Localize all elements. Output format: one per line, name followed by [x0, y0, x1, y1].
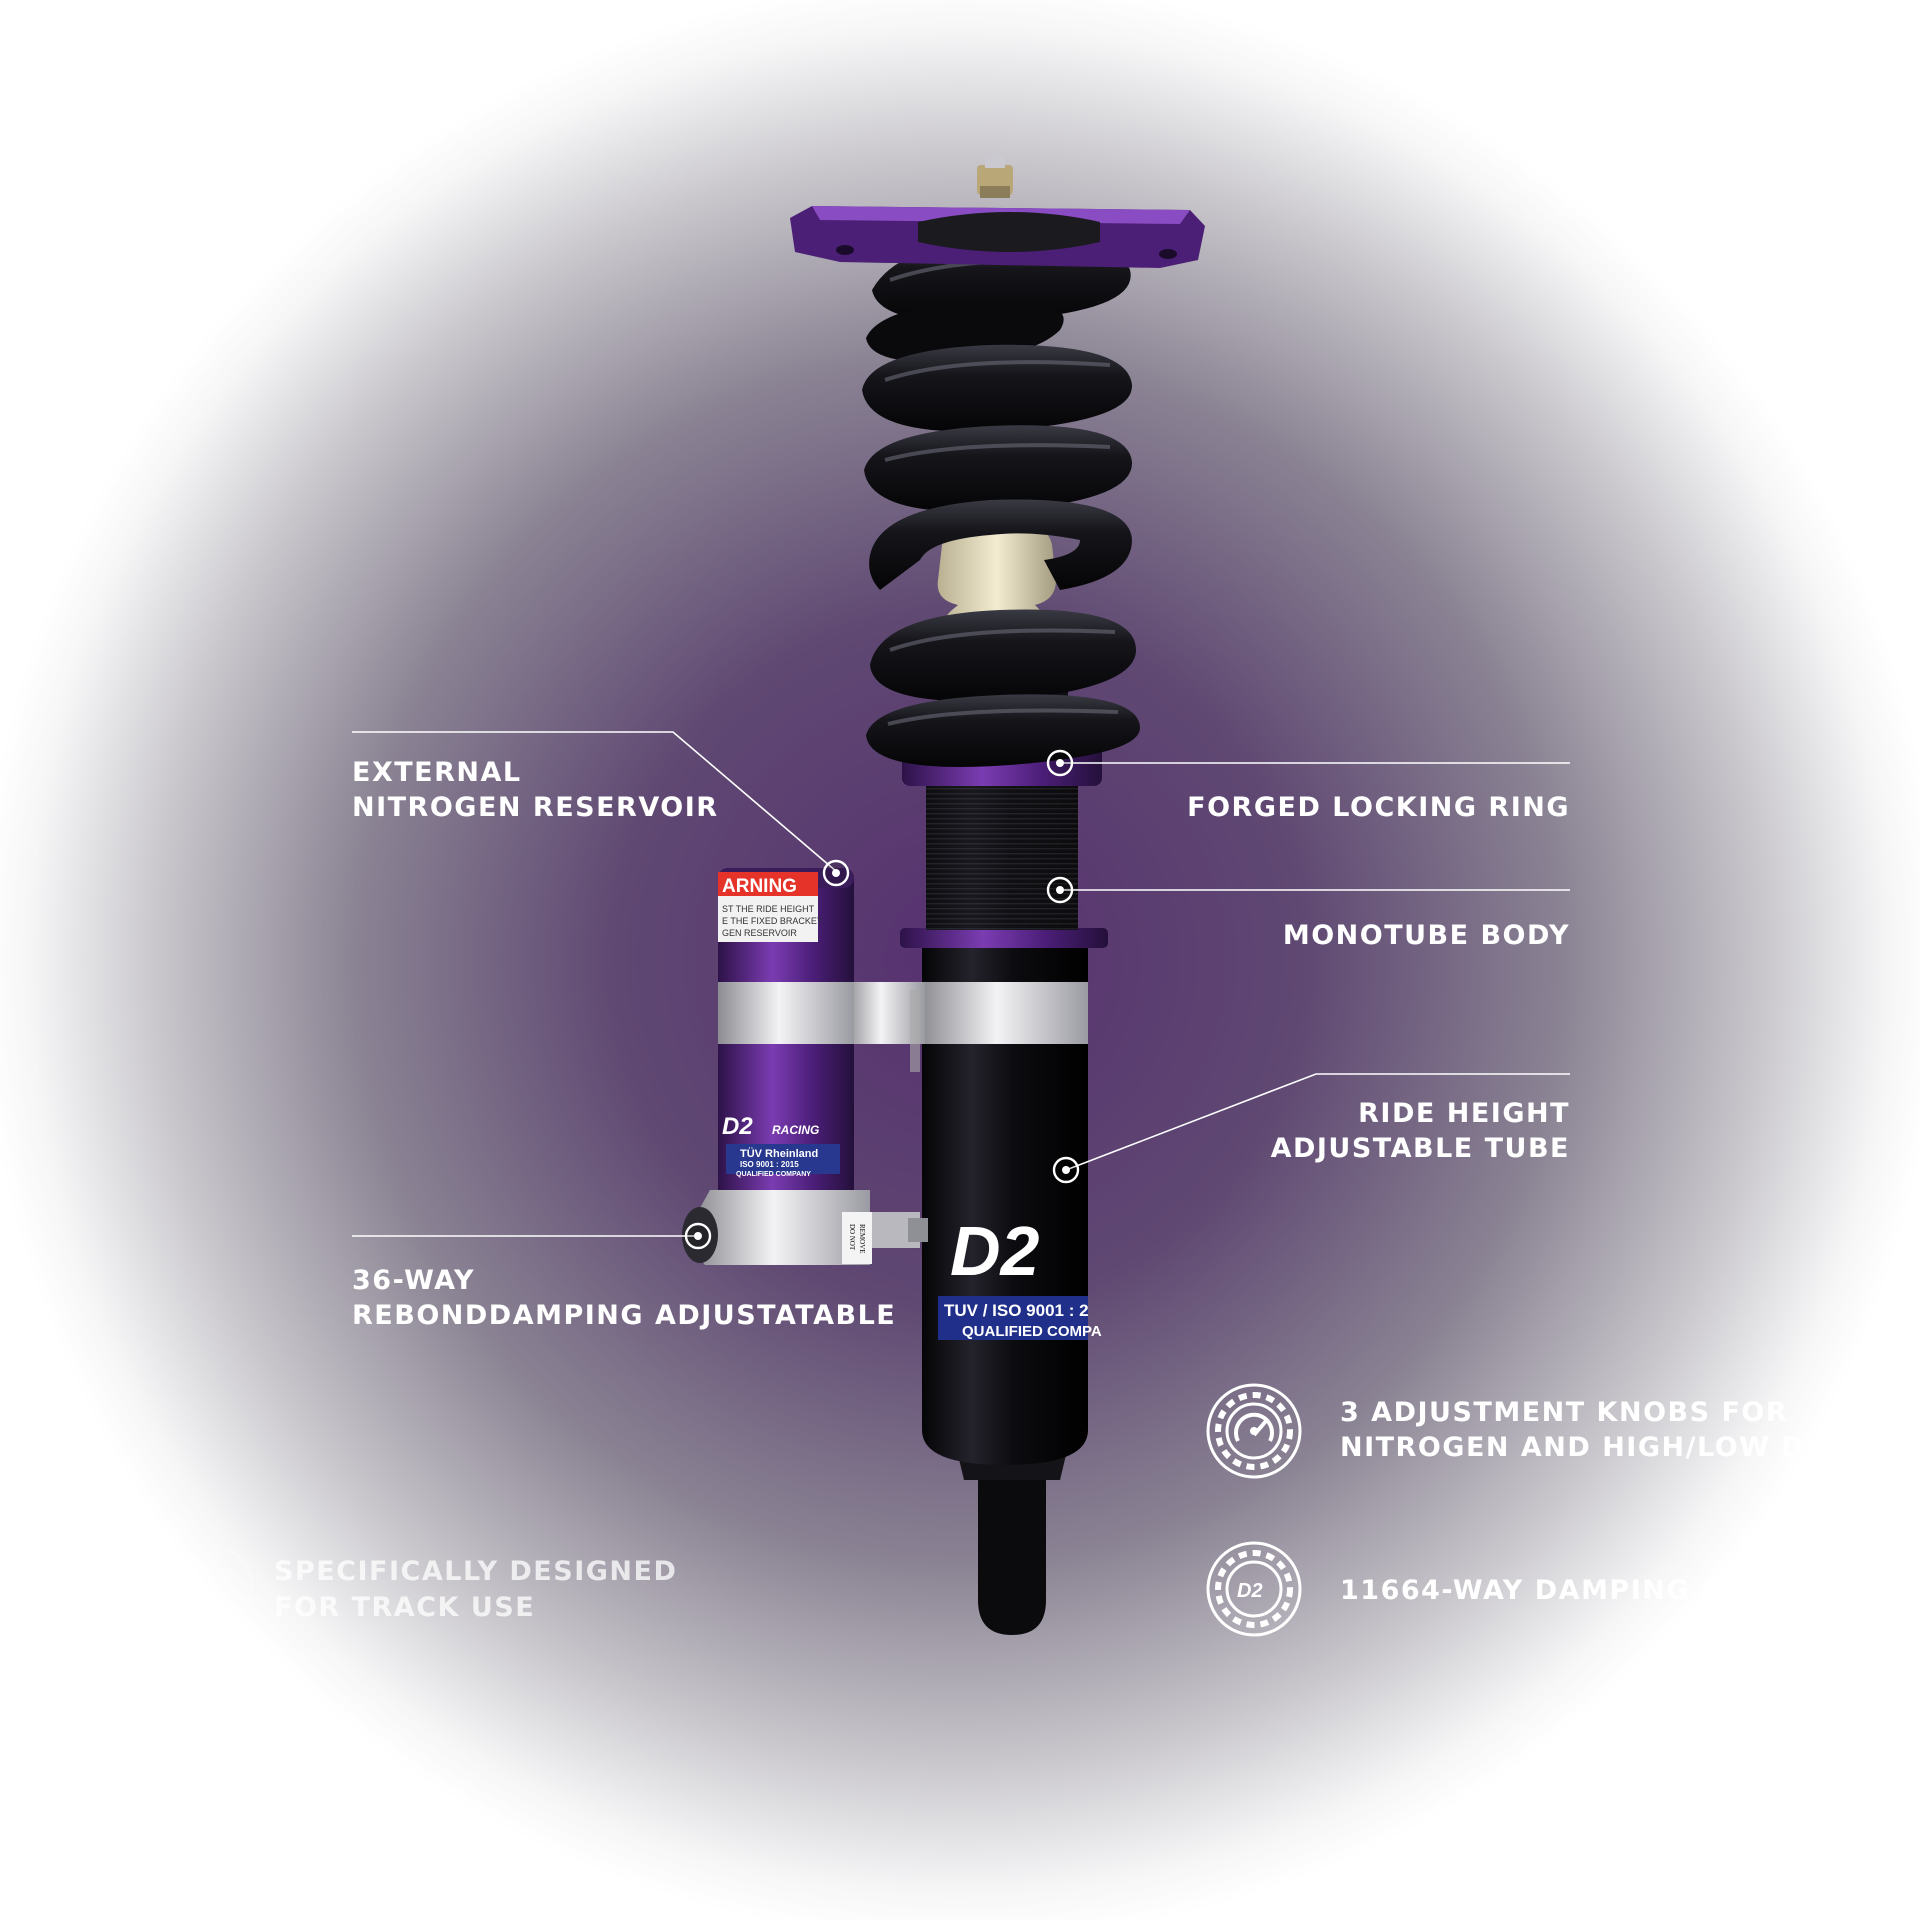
- speedometer-gear-icon: [1206, 1383, 1302, 1479]
- lower-mount: [978, 1465, 1046, 1635]
- feature-track-use: SPECIFICALLY DESIGNED FOR TRACK USE: [274, 1556, 677, 1623]
- svg-text:NITROGEN RESERVOIR: NITROGEN RESERVOIR: [352, 792, 719, 823]
- coil-spring: [862, 240, 1140, 767]
- callout-monotube-body: MONOTUBE BODY: [1283, 920, 1570, 951]
- svg-text:QUALIFIED COMPANY: QUALIFIED COMPANY: [736, 1171, 811, 1178]
- svg-text:TUV / ISO 9001 : 2: TUV / ISO 9001 : 2: [944, 1301, 1089, 1320]
- svg-text:FORGED LOCKING RING: FORGED LOCKING RING: [1187, 792, 1570, 823]
- callout-reservoir: EXTERNAL NITROGEN RESERVOIR: [352, 757, 719, 823]
- d2-logo-gear-icon: D2: [1206, 1541, 1302, 1637]
- svg-text:QUALIFIED COMPA: QUALIFIED COMPA: [962, 1323, 1102, 1340]
- callout-locking-ring: FORGED LOCKING RING: [1187, 792, 1570, 823]
- callout-ride-height: RIDE HEIGHT ADJUSTABLE TUBE: [1271, 1098, 1570, 1164]
- svg-text:3 ADJUSTMENT KNOBS FOR: 3 ADJUSTMENT KNOBS FOR: [1340, 1397, 1788, 1428]
- body-logo: D2: [950, 1212, 1040, 1290]
- svg-text:SPECIFICALLY DESIGNED: SPECIFICALLY DESIGNED: [274, 1556, 677, 1587]
- svg-text:ARNING: ARNING: [722, 876, 797, 897]
- svg-text:REBONDDAMPING ADJUSTATABLE: REBONDDAMPING ADJUSTATABLE: [352, 1300, 896, 1331]
- callout-rebound-damping: 36-WAY REBONDDAMPING ADJUSTATABLE: [352, 1265, 896, 1331]
- bump-stop: [937, 520, 1056, 635]
- svg-text:ISO 9001 : 2015: ISO 9001 : 2015: [740, 1160, 799, 1169]
- feature-damping-adjustment: 11664-WAY DAMPING ADJ: [1340, 1575, 1759, 1606]
- svg-text:D2: D2: [1237, 1580, 1263, 1602]
- feature-adjustment-knobs: 3 ADJUSTMENT KNOBS FOR NITROGEN AND HIGH…: [1340, 1397, 1877, 1463]
- svg-text:NITROGEN AND HIGH/LOW DAMP: NITROGEN AND HIGH/LOW DAMP: [1340, 1432, 1877, 1463]
- racing-flag-icon: [170, 1544, 254, 1628]
- svg-text:TÜV Rheinland: TÜV Rheinland: [740, 1147, 818, 1160]
- body-cert-sticker: [938, 1296, 1088, 1340]
- svg-text:11664-WAY DAMPING ADJ: 11664-WAY DAMPING ADJ: [1340, 1575, 1759, 1606]
- top-mount-plate: [790, 156, 1205, 268]
- svg-text:D2: D2: [722, 1113, 753, 1140]
- svg-text:EXTERNAL: EXTERNAL: [352, 757, 522, 788]
- svg-text:REMOVE: REMOVE: [858, 1224, 866, 1254]
- svg-text:FOR TRACK USE: FOR TRACK USE: [274, 1592, 535, 1623]
- svg-text:MONOTUBE BODY: MONOTUBE BODY: [1283, 920, 1570, 951]
- coilover-assembly: D2 TUV / ISO 9001 : 2 QUALIFIED COMPA: [682, 156, 1205, 1635]
- svg-text:36-WAY: 36-WAY: [352, 1265, 475, 1296]
- svg-text:RACING: RACING: [772, 1123, 819, 1137]
- svg-text:ADJUSTABLE TUBE: ADJUSTABLE TUBE: [1271, 1133, 1570, 1164]
- svg-text:E THE FIXED BRACKET: E THE FIXED BRACKET: [722, 916, 823, 926]
- callout-lines: [352, 731, 1570, 1250]
- svg-text:DO NOT: DO NOT: [848, 1224, 856, 1251]
- svg-text:GEN RESERVOIR: GEN RESERVOIR: [722, 928, 797, 938]
- svg-text:RIDE HEIGHT: RIDE HEIGHT: [1358, 1098, 1570, 1129]
- svg-text:ST THE RIDE HEIGHT: ST THE RIDE HEIGHT: [722, 904, 815, 914]
- do-not-remove-label: [842, 1212, 872, 1264]
